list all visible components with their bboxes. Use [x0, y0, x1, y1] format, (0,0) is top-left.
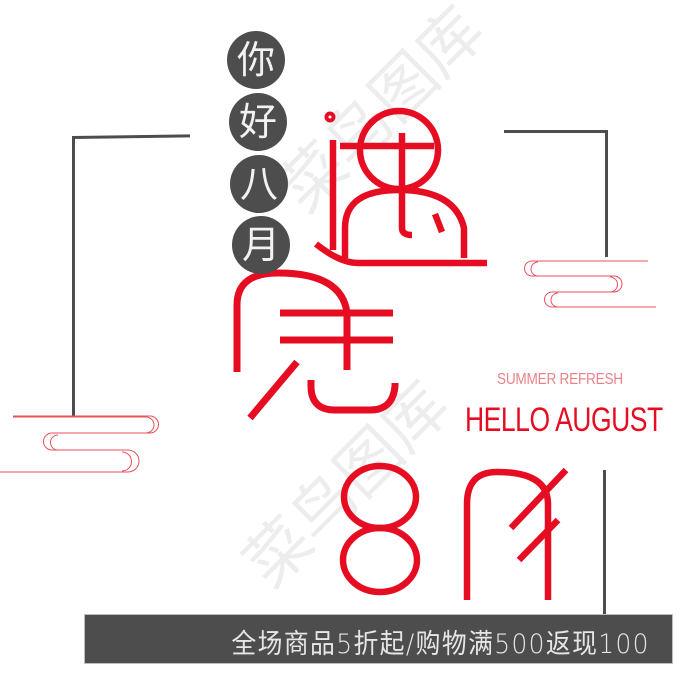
promo-banner: 全场商品5折起/购物满500返现100	[85, 615, 672, 663]
title-hello-august: HELLO AUGUST	[465, 401, 663, 439]
right-frame-vertical-line	[605, 130, 608, 257]
headline-char-jian	[233, 269, 399, 421]
headline-char-yu	[313, 107, 487, 267]
greeting-circle-4: 月	[232, 216, 290, 274]
left-frame-vertical-line	[72, 137, 75, 417]
headline-char-yue	[463, 467, 569, 600]
greeting-char: 好	[238, 100, 277, 144]
right-lower-vertical-line	[603, 470, 606, 616]
cloud-icon-right	[524, 260, 656, 308]
subtitle-summer-refresh: SUMMER REFRESH	[497, 371, 623, 388]
greeting-char: 你	[236, 38, 275, 82]
right-frame-top-line	[504, 130, 608, 133]
cloud-icon-left	[0, 415, 159, 473]
headline-char-8	[339, 462, 421, 596]
greeting-circle-1: 你	[227, 31, 285, 89]
greeting-circle-3: 八	[230, 155, 288, 213]
promo-banner-text: 全场商品5折起/购物满500返现100	[231, 629, 650, 660]
greeting-char: 月	[241, 223, 280, 267]
greeting-circle-2: 好	[229, 93, 287, 151]
greeting-char: 八	[239, 162, 278, 206]
